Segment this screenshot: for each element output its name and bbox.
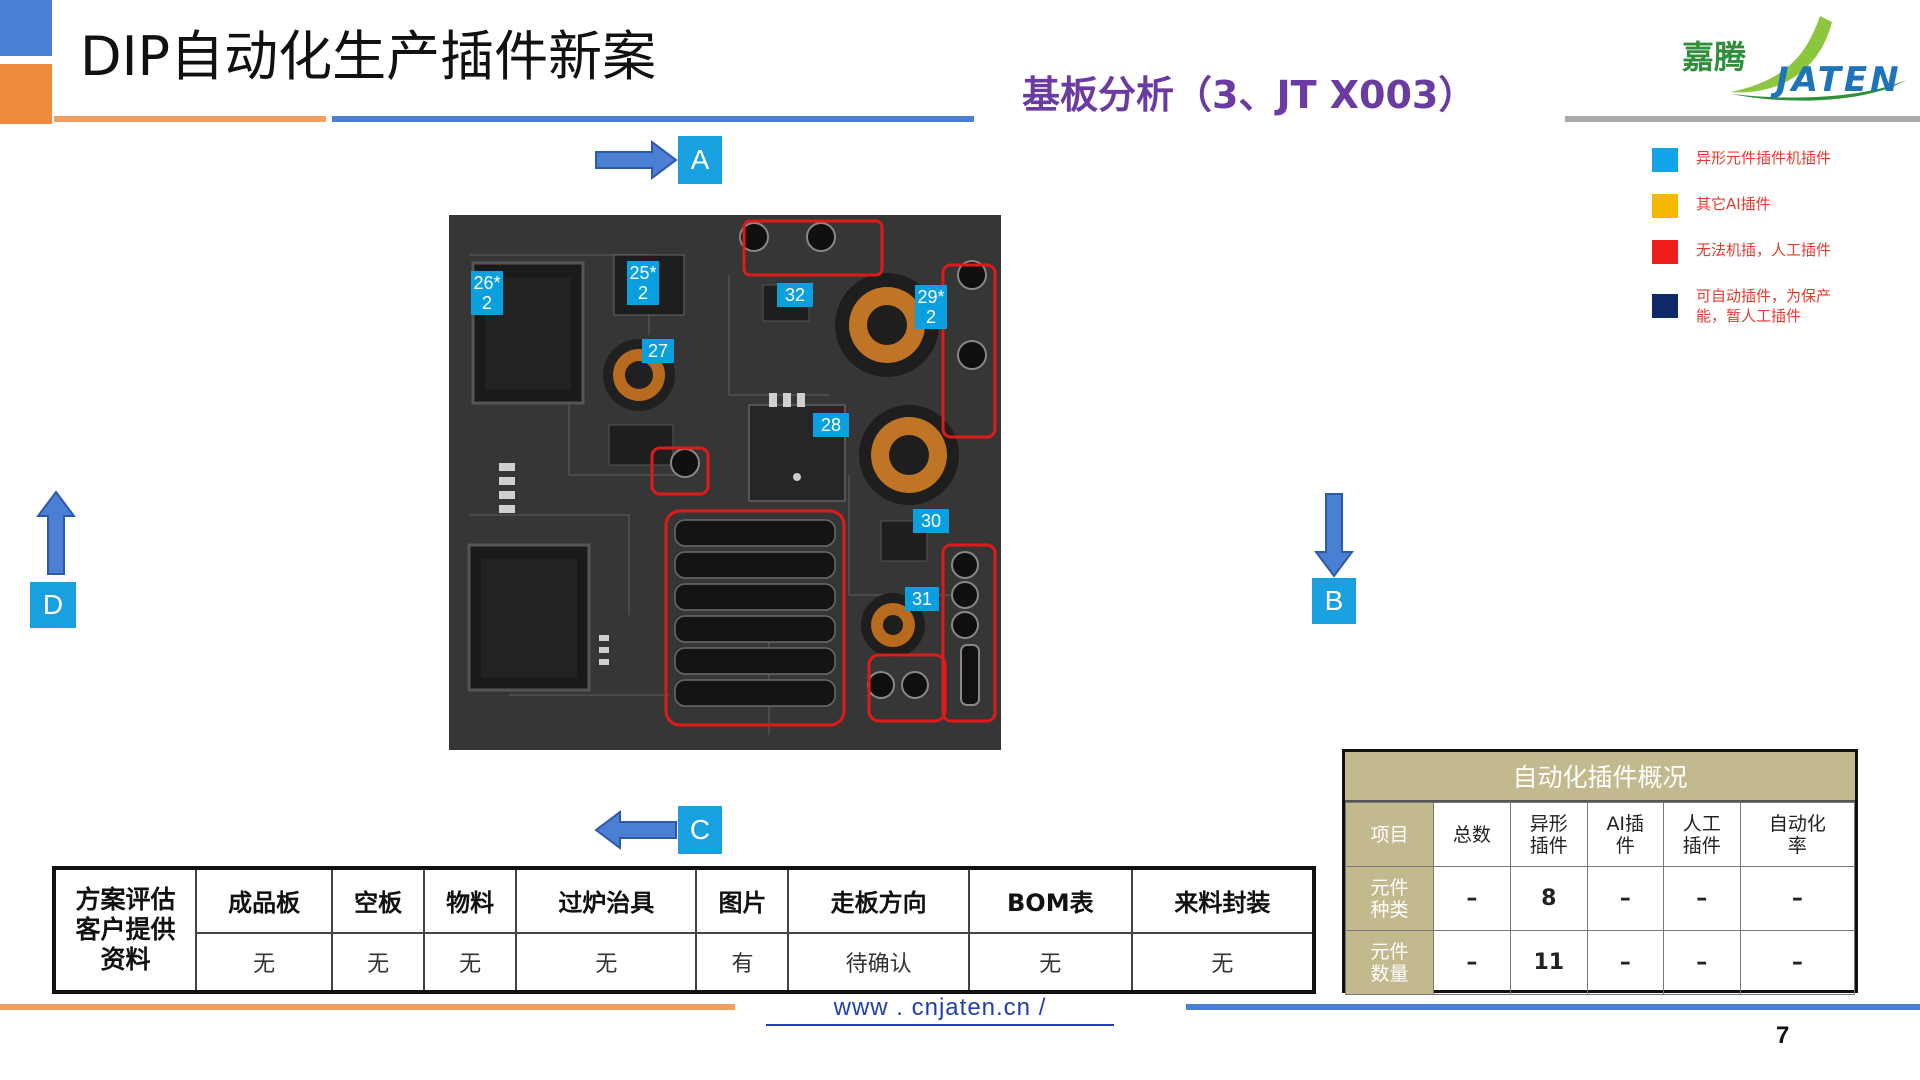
header-divider-blue <box>332 116 974 122</box>
automation-summary-panel: 自动化插件概况 项目 总数 异形 插件 AI插 件 人工 插件 自动化 率 元件… <box>1342 749 1858 995</box>
table-cell: 无 <box>423 931 518 994</box>
column-header: 走板方向 <box>787 867 970 934</box>
arrow-up-icon <box>36 490 76 575</box>
legend-swatch <box>1652 148 1678 172</box>
table-cell: 无 <box>331 931 426 994</box>
summary-header: AI插 件 <box>1586 802 1664 867</box>
column-header: 图片 <box>695 867 790 934</box>
summary-cell: – <box>1739 930 1856 995</box>
summary-table: 项目 总数 异形 插件 AI插 件 人工 插件 自动化 率 元件 种类 – 8 … <box>1345 802 1856 995</box>
arrow-down-icon <box>1314 493 1354 578</box>
legend-item-auto-capable: 可自动插件，为保产能，暂人工插件 <box>1652 284 1912 344</box>
summary-header: 项目 <box>1345 802 1434 867</box>
legend: 异形元件插件机插件 其它AI插件 无法机插，人工插件 可自动插件，为保产能，暂人… <box>1652 146 1912 344</box>
legend-item-manual: 无法机插，人工插件 <box>1652 238 1912 284</box>
logo-text-cn: 嘉腾 <box>1682 38 1747 76</box>
header-accent-orange <box>0 64 52 124</box>
summary-cell: 8 <box>1509 866 1588 931</box>
summary-cell: – <box>1739 866 1856 931</box>
summary-header: 异形 插件 <box>1509 802 1588 867</box>
summary-cell: – <box>1433 930 1511 995</box>
summary-cell: – <box>1586 866 1664 931</box>
part-label-32: 32 <box>777 283 813 307</box>
header-divider-gray <box>1565 116 1920 122</box>
part-label-26: 26* 2 <box>471 271 503 315</box>
table-cell: 无 <box>967 931 1133 994</box>
page-number: 7 <box>1776 1022 1790 1049</box>
page-title: DIP自动化生产插件新案 <box>80 25 657 88</box>
legend-swatch <box>1652 294 1678 318</box>
footer-divider-orange <box>0 1004 735 1010</box>
summary-header: 自动化 率 <box>1739 802 1856 867</box>
customer-materials-table: 方案评估 客户提供 资料 成品板 空板 物料 过炉治具 图片 走板方向 BOM表… <box>52 866 1316 994</box>
logo-swoosh-icon <box>1730 16 1906 101</box>
summary-header: 总数 <box>1433 802 1511 867</box>
summary-cell: – <box>1586 930 1664 995</box>
direction-label-a: A <box>678 136 722 184</box>
header-accent-blue <box>0 0 52 56</box>
legend-label: 其它AI插件 <box>1696 195 1771 213</box>
legend-item-shaped: 异形元件插件机插件 <box>1652 146 1912 192</box>
column-header: 过炉治具 <box>515 867 698 934</box>
part-label-25: 25* 2 <box>627 261 659 305</box>
summary-cell: 11 <box>1509 930 1588 995</box>
part-label-31: 31 <box>905 587 939 611</box>
summary-row-label: 元件 数量 <box>1345 930 1434 995</box>
column-header: 空板 <box>331 867 426 934</box>
table-cell: 有 <box>695 931 790 994</box>
legend-item-ai: 其它AI插件 <box>1652 192 1912 238</box>
legend-label: 可自动插件，为保产能，暂人工插件 <box>1696 287 1832 325</box>
summary-header: 人工 插件 <box>1662 802 1741 867</box>
arrow-left-icon <box>594 810 677 850</box>
logo-text-en: JATEN <box>1776 60 1902 100</box>
table-cell: 待确认 <box>787 931 970 994</box>
direction-label-c: C <box>678 806 722 854</box>
column-header: 来料封装 <box>1130 867 1316 934</box>
summary-cell: – <box>1662 866 1741 931</box>
column-header: 物料 <box>423 867 518 934</box>
legend-swatch <box>1652 240 1678 264</box>
summary-cell: – <box>1662 930 1741 995</box>
company-logo: 嘉腾 JATEN <box>1670 10 1910 110</box>
summary-row-label: 元件 种类 <box>1345 866 1434 931</box>
pcb-board-photo: 26* 2 25* 2 27 32 29* 2 28 30 31 <box>449 215 1001 750</box>
part-label-28: 28 <box>813 413 849 437</box>
direction-label-d: D <box>30 582 76 628</box>
column-header: BOM表 <box>967 867 1133 934</box>
summary-cell: – <box>1433 866 1511 931</box>
summary-title: 自动化插件概况 <box>1345 752 1855 802</box>
part-label-29: 29* 2 <box>915 285 947 329</box>
table-cell: 无 <box>1130 931 1316 994</box>
legend-swatch <box>1652 194 1678 218</box>
website-link[interactable]: www . cnjaten.cn / <box>766 992 1114 1026</box>
column-header: 成品板 <box>194 867 334 934</box>
arrow-right-icon <box>595 140 678 180</box>
header-divider-orange <box>54 116 326 122</box>
section-subtitle: 基板分析（3、JT X003） <box>1022 73 1477 117</box>
table-cell: 无 <box>194 931 334 994</box>
legend-label: 异形元件插件机插件 <box>1696 149 1832 167</box>
part-label-30: 30 <box>913 509 949 533</box>
part-label-27: 27 <box>642 339 674 363</box>
direction-label-b: B <box>1312 578 1356 624</box>
table-side-header: 方案评估 客户提供 资料 <box>53 867 197 993</box>
table-cell: 无 <box>515 931 698 994</box>
footer-divider-blue <box>1186 1004 1920 1010</box>
legend-label: 无法机插，人工插件 <box>1696 241 1832 259</box>
